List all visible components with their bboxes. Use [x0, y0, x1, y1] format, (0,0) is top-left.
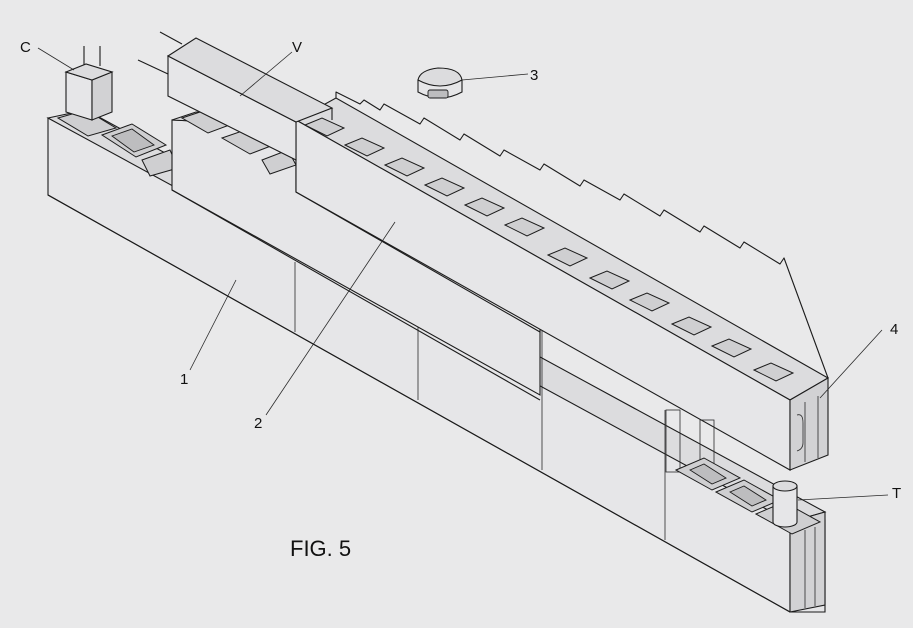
label-2: 2	[254, 415, 262, 432]
label-4: 4	[890, 321, 898, 338]
rib	[343, 137, 386, 157]
rib	[303, 117, 346, 137]
conduit-c	[64, 46, 114, 121]
channel-ribs	[303, 117, 795, 382]
rib	[588, 270, 631, 290]
label-1: 1	[180, 371, 188, 388]
label-t: T	[892, 485, 901, 502]
rib	[503, 217, 546, 237]
rib	[546, 247, 589, 267]
cavity-inner	[689, 463, 727, 485]
block-1-end-face	[789, 511, 826, 613]
channel-end-face	[789, 377, 829, 471]
rib	[628, 292, 671, 312]
rod-t	[772, 480, 798, 528]
leader-lines	[37, 47, 889, 501]
label-c: C	[20, 39, 31, 56]
left-cavities	[56, 109, 179, 177]
cavity-inner	[729, 485, 767, 507]
rib	[752, 362, 795, 382]
rib	[710, 338, 753, 358]
rib	[383, 157, 426, 177]
figure-caption: FIG. 5	[290, 536, 351, 561]
label-3: 3	[530, 67, 538, 84]
beam-v	[137, 31, 334, 161]
cavity-inner	[111, 128, 155, 153]
conduit-c-top	[64, 63, 114, 81]
rib	[463, 197, 506, 217]
rib	[423, 177, 466, 197]
rib	[670, 316, 713, 336]
cap-3	[417, 67, 463, 99]
label-v: V	[292, 39, 302, 56]
